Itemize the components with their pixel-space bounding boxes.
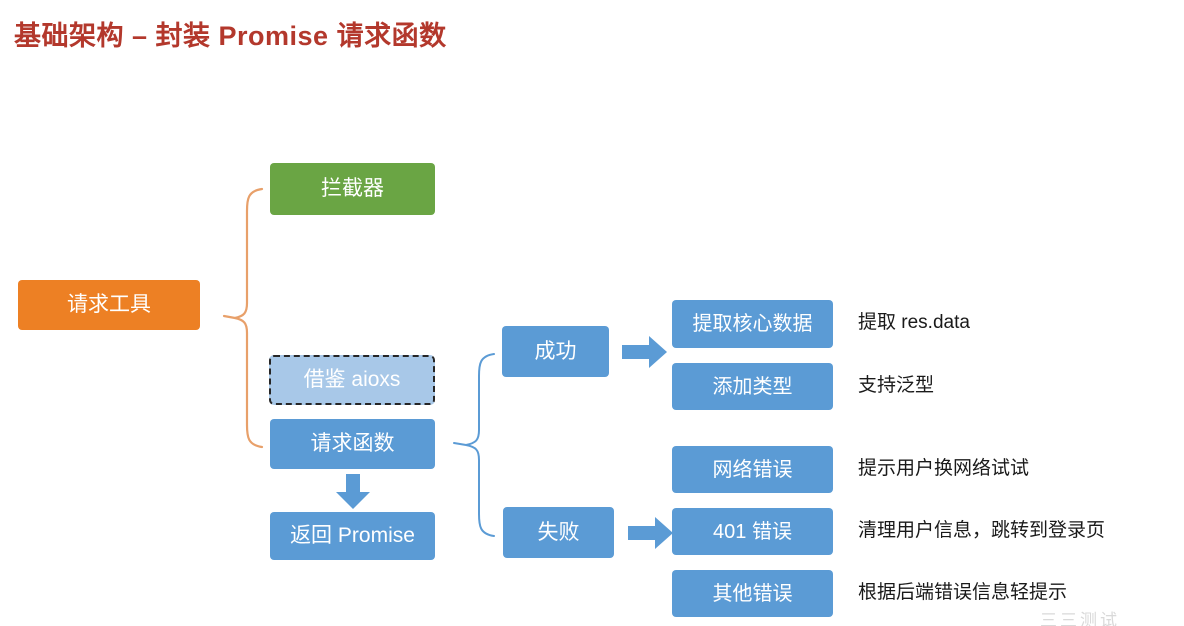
node-add-type-label: 添加类型 xyxy=(712,375,793,398)
node-success[interactable]: 成功 xyxy=(502,326,609,377)
node-401-error-label: 401 错误 xyxy=(713,520,792,543)
watermark: 三三测试 xyxy=(1040,611,1120,626)
node-network-error[interactable]: 网络错误 xyxy=(672,446,833,493)
node-reference-aioxs[interactable]: 借鉴 aioxs xyxy=(269,355,435,405)
desc-401-error: 清理用户信息，跳转到登录页 xyxy=(858,520,1106,541)
desc-add-type: 支持泛型 xyxy=(858,375,935,396)
node-network-error-label: 网络错误 xyxy=(712,458,793,481)
node-add-type[interactable]: 添加类型 xyxy=(672,363,833,410)
node-request-tool[interactable]: 请求工具 xyxy=(18,280,200,330)
desc-network-error: 提示用户换网络试试 xyxy=(858,458,1030,479)
node-return-promise[interactable]: 返回 Promise xyxy=(270,512,435,560)
node-request-function[interactable]: 请求函数 xyxy=(270,419,435,469)
desc-extract-core-data: 提取 res.data xyxy=(858,312,970,333)
node-interceptor-label: 拦截器 xyxy=(321,177,384,201)
node-failure-label: 失败 xyxy=(537,520,580,544)
brace-root xyxy=(222,187,264,449)
node-extract-core-data[interactable]: 提取核心数据 xyxy=(672,300,833,348)
node-reference-aioxs-label: 借鉴 aioxs xyxy=(303,368,401,392)
node-other-error-label: 其他错误 xyxy=(712,582,793,605)
desc-other-error: 根据后端错误信息轻提示 xyxy=(858,582,1068,603)
page-title: 基础架构 – 封装 Promise 请求函数 xyxy=(14,21,447,51)
node-401-error[interactable]: 401 错误 xyxy=(672,508,833,555)
brace-branch xyxy=(453,353,495,537)
node-success-label: 成功 xyxy=(534,339,577,363)
right-arrow-icon-failure xyxy=(628,517,673,549)
node-extract-core-data-label: 提取核心数据 xyxy=(692,313,813,335)
down-arrow-icon xyxy=(336,474,370,509)
node-request-tool-label: 请求工具 xyxy=(67,293,151,317)
node-return-promise-label: 返回 Promise xyxy=(290,524,415,548)
node-other-error[interactable]: 其他错误 xyxy=(672,570,833,617)
node-failure[interactable]: 失败 xyxy=(503,507,614,558)
node-request-function-label: 请求函数 xyxy=(310,432,395,456)
right-arrow-icon-success xyxy=(622,336,667,368)
node-interceptor[interactable]: 拦截器 xyxy=(270,163,435,215)
